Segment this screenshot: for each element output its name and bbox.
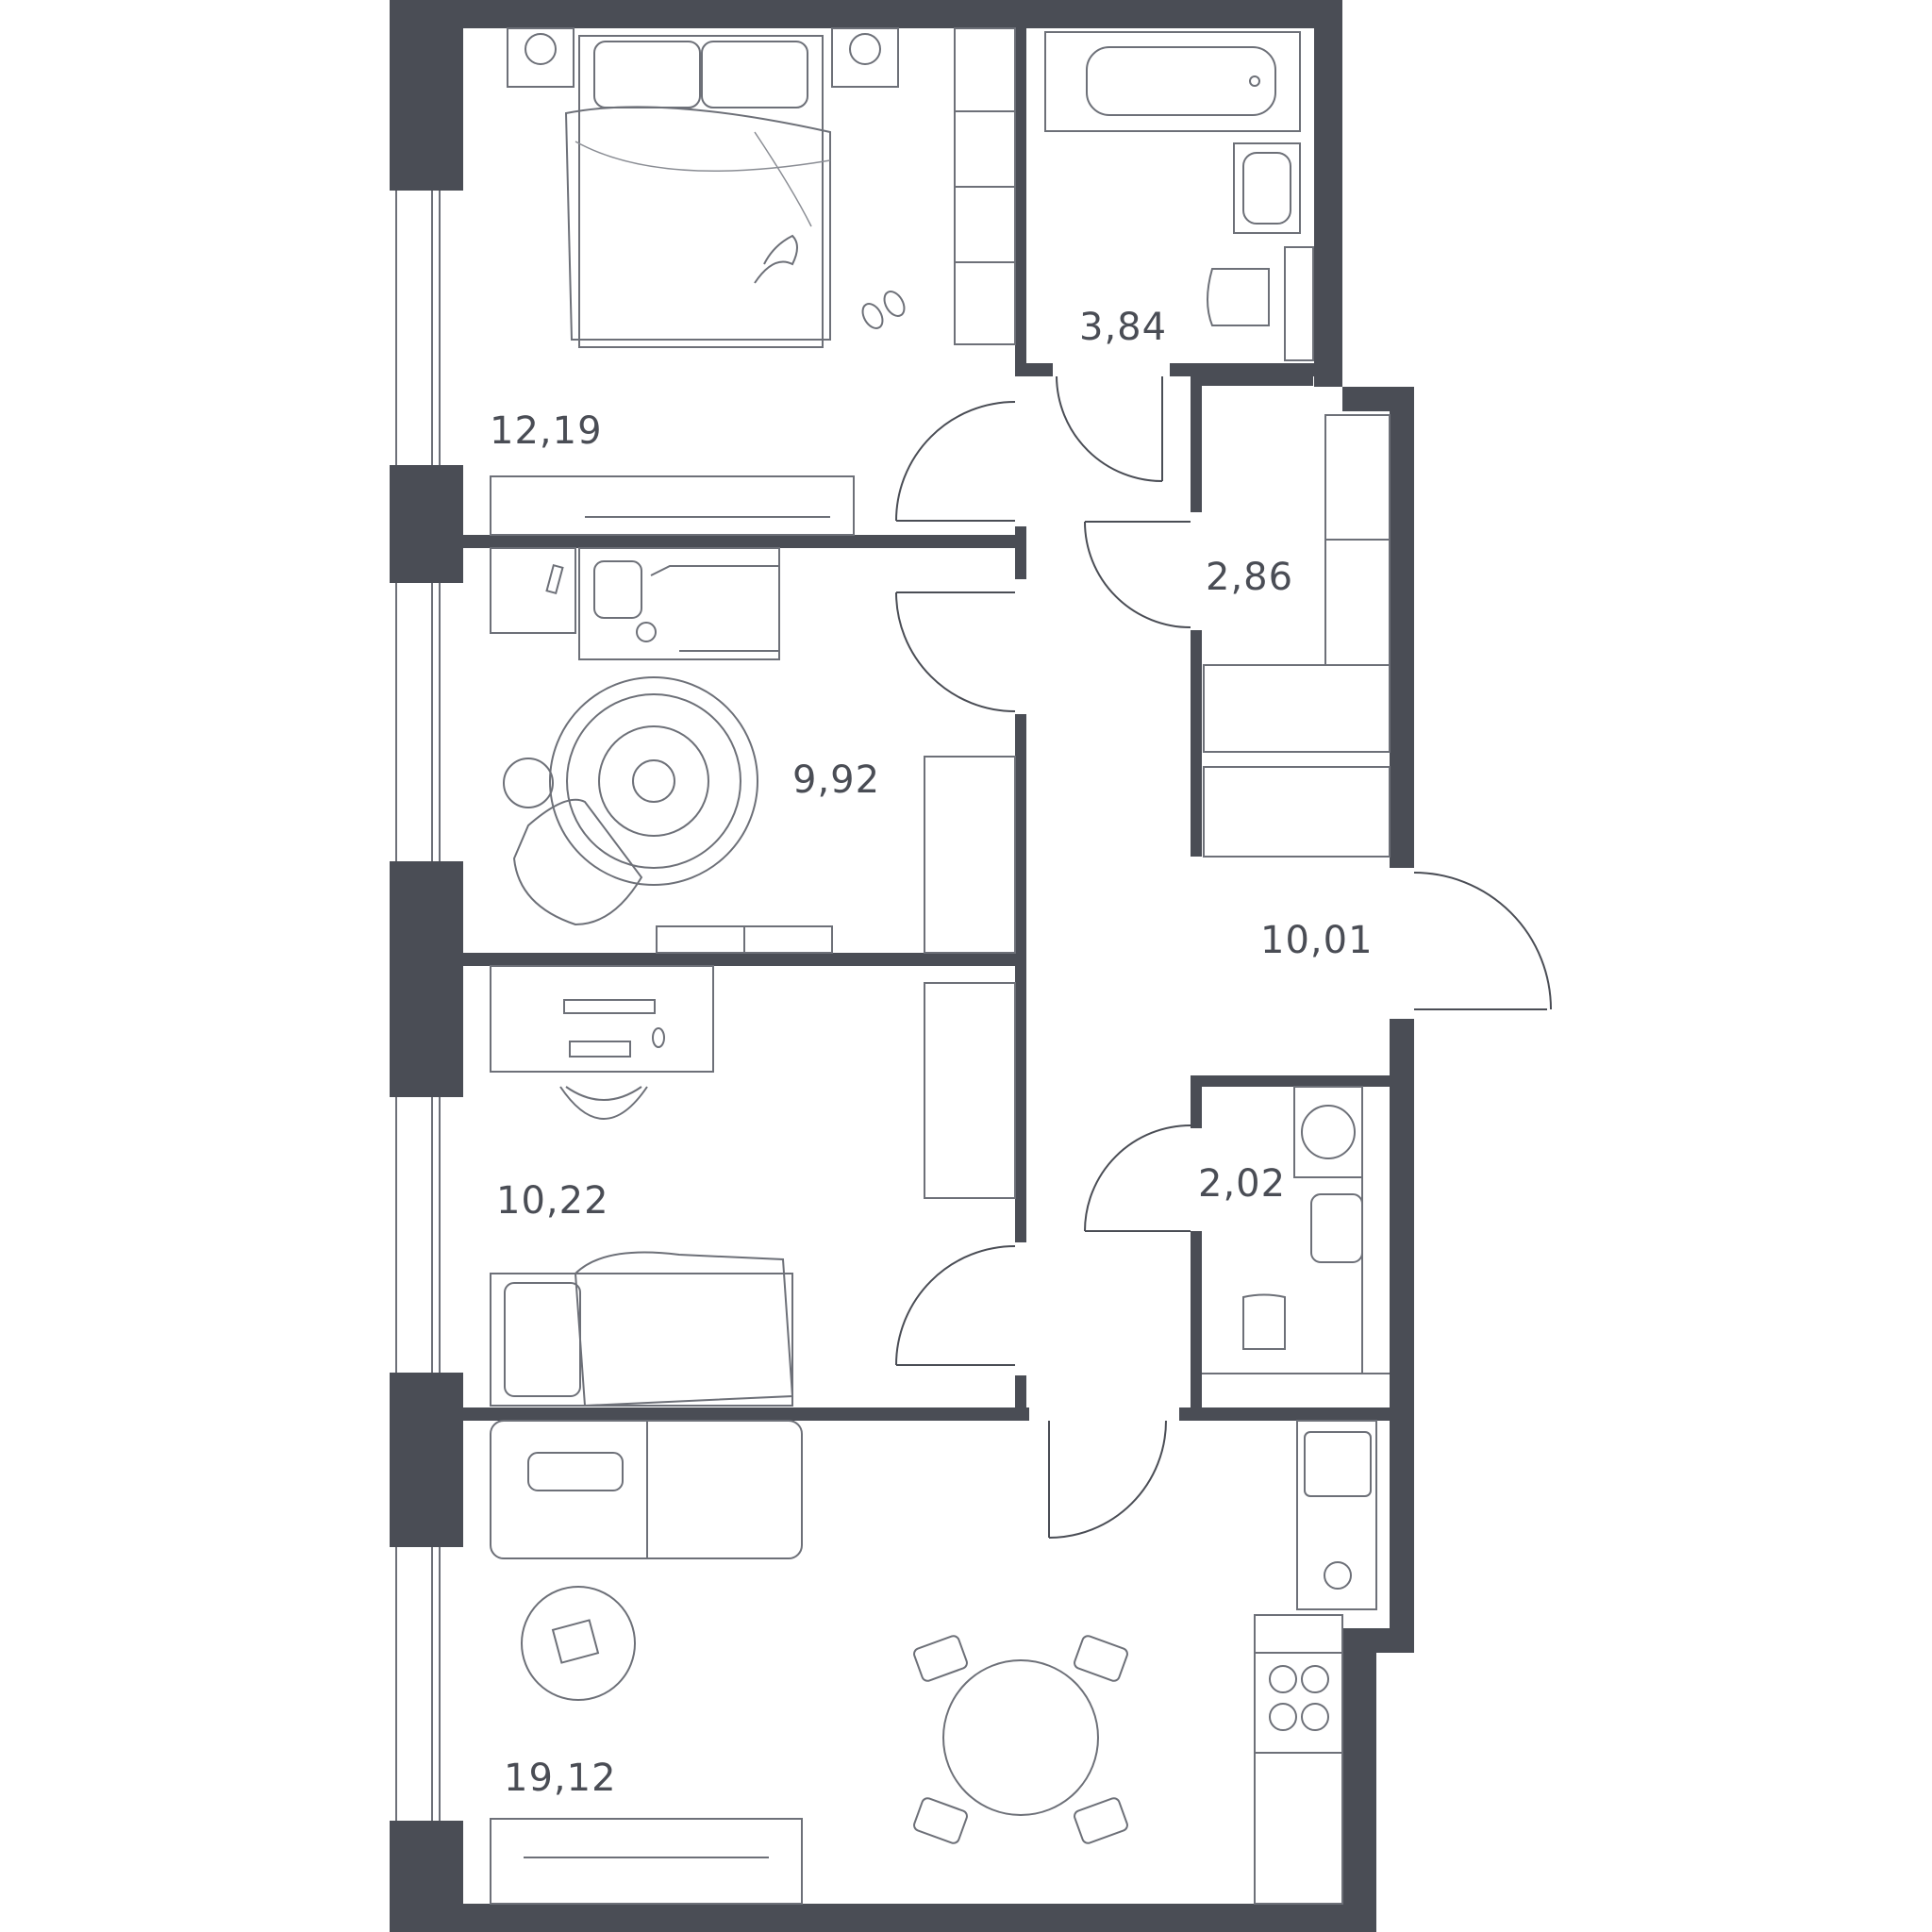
furniture — [490, 27, 1391, 1905]
sofa-icon — [490, 1420, 803, 1559]
office-chair-icon — [559, 1086, 648, 1120]
round-rug-icon — [549, 676, 758, 886]
walls — [390, 0, 1414, 1932]
desk-icon — [490, 547, 576, 634]
dining-table-icon — [913, 1635, 1128, 1844]
armchair-icon — [503, 758, 643, 926]
room-area-kitchen-living: 19,12 — [504, 1757, 617, 1800]
kitchen-counter-icon — [1254, 1420, 1377, 1905]
room-area-bedroom-2: 9,92 — [792, 758, 880, 802]
wardrobe-icon — [954, 27, 1016, 345]
double-bed-icon — [564, 35, 831, 348]
area-labels: 12,19 3,84 2,86 9,92 10,01 10,22 2,02 19… — [490, 306, 1374, 1800]
closet-icon — [924, 982, 1016, 1199]
room-area-wardrobe: 2,86 — [1206, 556, 1293, 599]
tv-stand-icon — [490, 475, 855, 536]
sink-2-icon — [1310, 1193, 1363, 1263]
coffee-table-icon — [521, 1586, 636, 1701]
dog-icon — [754, 234, 798, 284]
single-bed-icon — [578, 547, 780, 660]
room-area-bathroom: 3,84 — [1079, 306, 1167, 349]
work-desk-icon — [490, 965, 714, 1073]
room-area-bedroom-1: 12,19 — [490, 409, 603, 453]
washing-machine-icon — [1293, 1086, 1363, 1178]
doors — [895, 375, 1552, 1539]
sink-icon — [1233, 142, 1301, 234]
nightstand-icon — [507, 27, 899, 88]
toilet-2-icon — [1242, 1293, 1286, 1350]
slippers-icon — [861, 291, 906, 329]
room-area-bedroom-3: 10,22 — [496, 1179, 609, 1223]
closet-icon — [924, 756, 1016, 954]
bed-3-icon — [490, 1251, 794, 1407]
wardrobe-shelves-icon — [1203, 414, 1391, 858]
dresser-icon — [656, 925, 833, 954]
room-area-hallway: 10,01 — [1260, 919, 1374, 962]
bathtub-icon — [1044, 31, 1301, 132]
room-area-wc: 2,02 — [1198, 1162, 1286, 1206]
toilet-icon — [1207, 246, 1314, 361]
tv-stand-2-icon — [490, 1818, 803, 1905]
